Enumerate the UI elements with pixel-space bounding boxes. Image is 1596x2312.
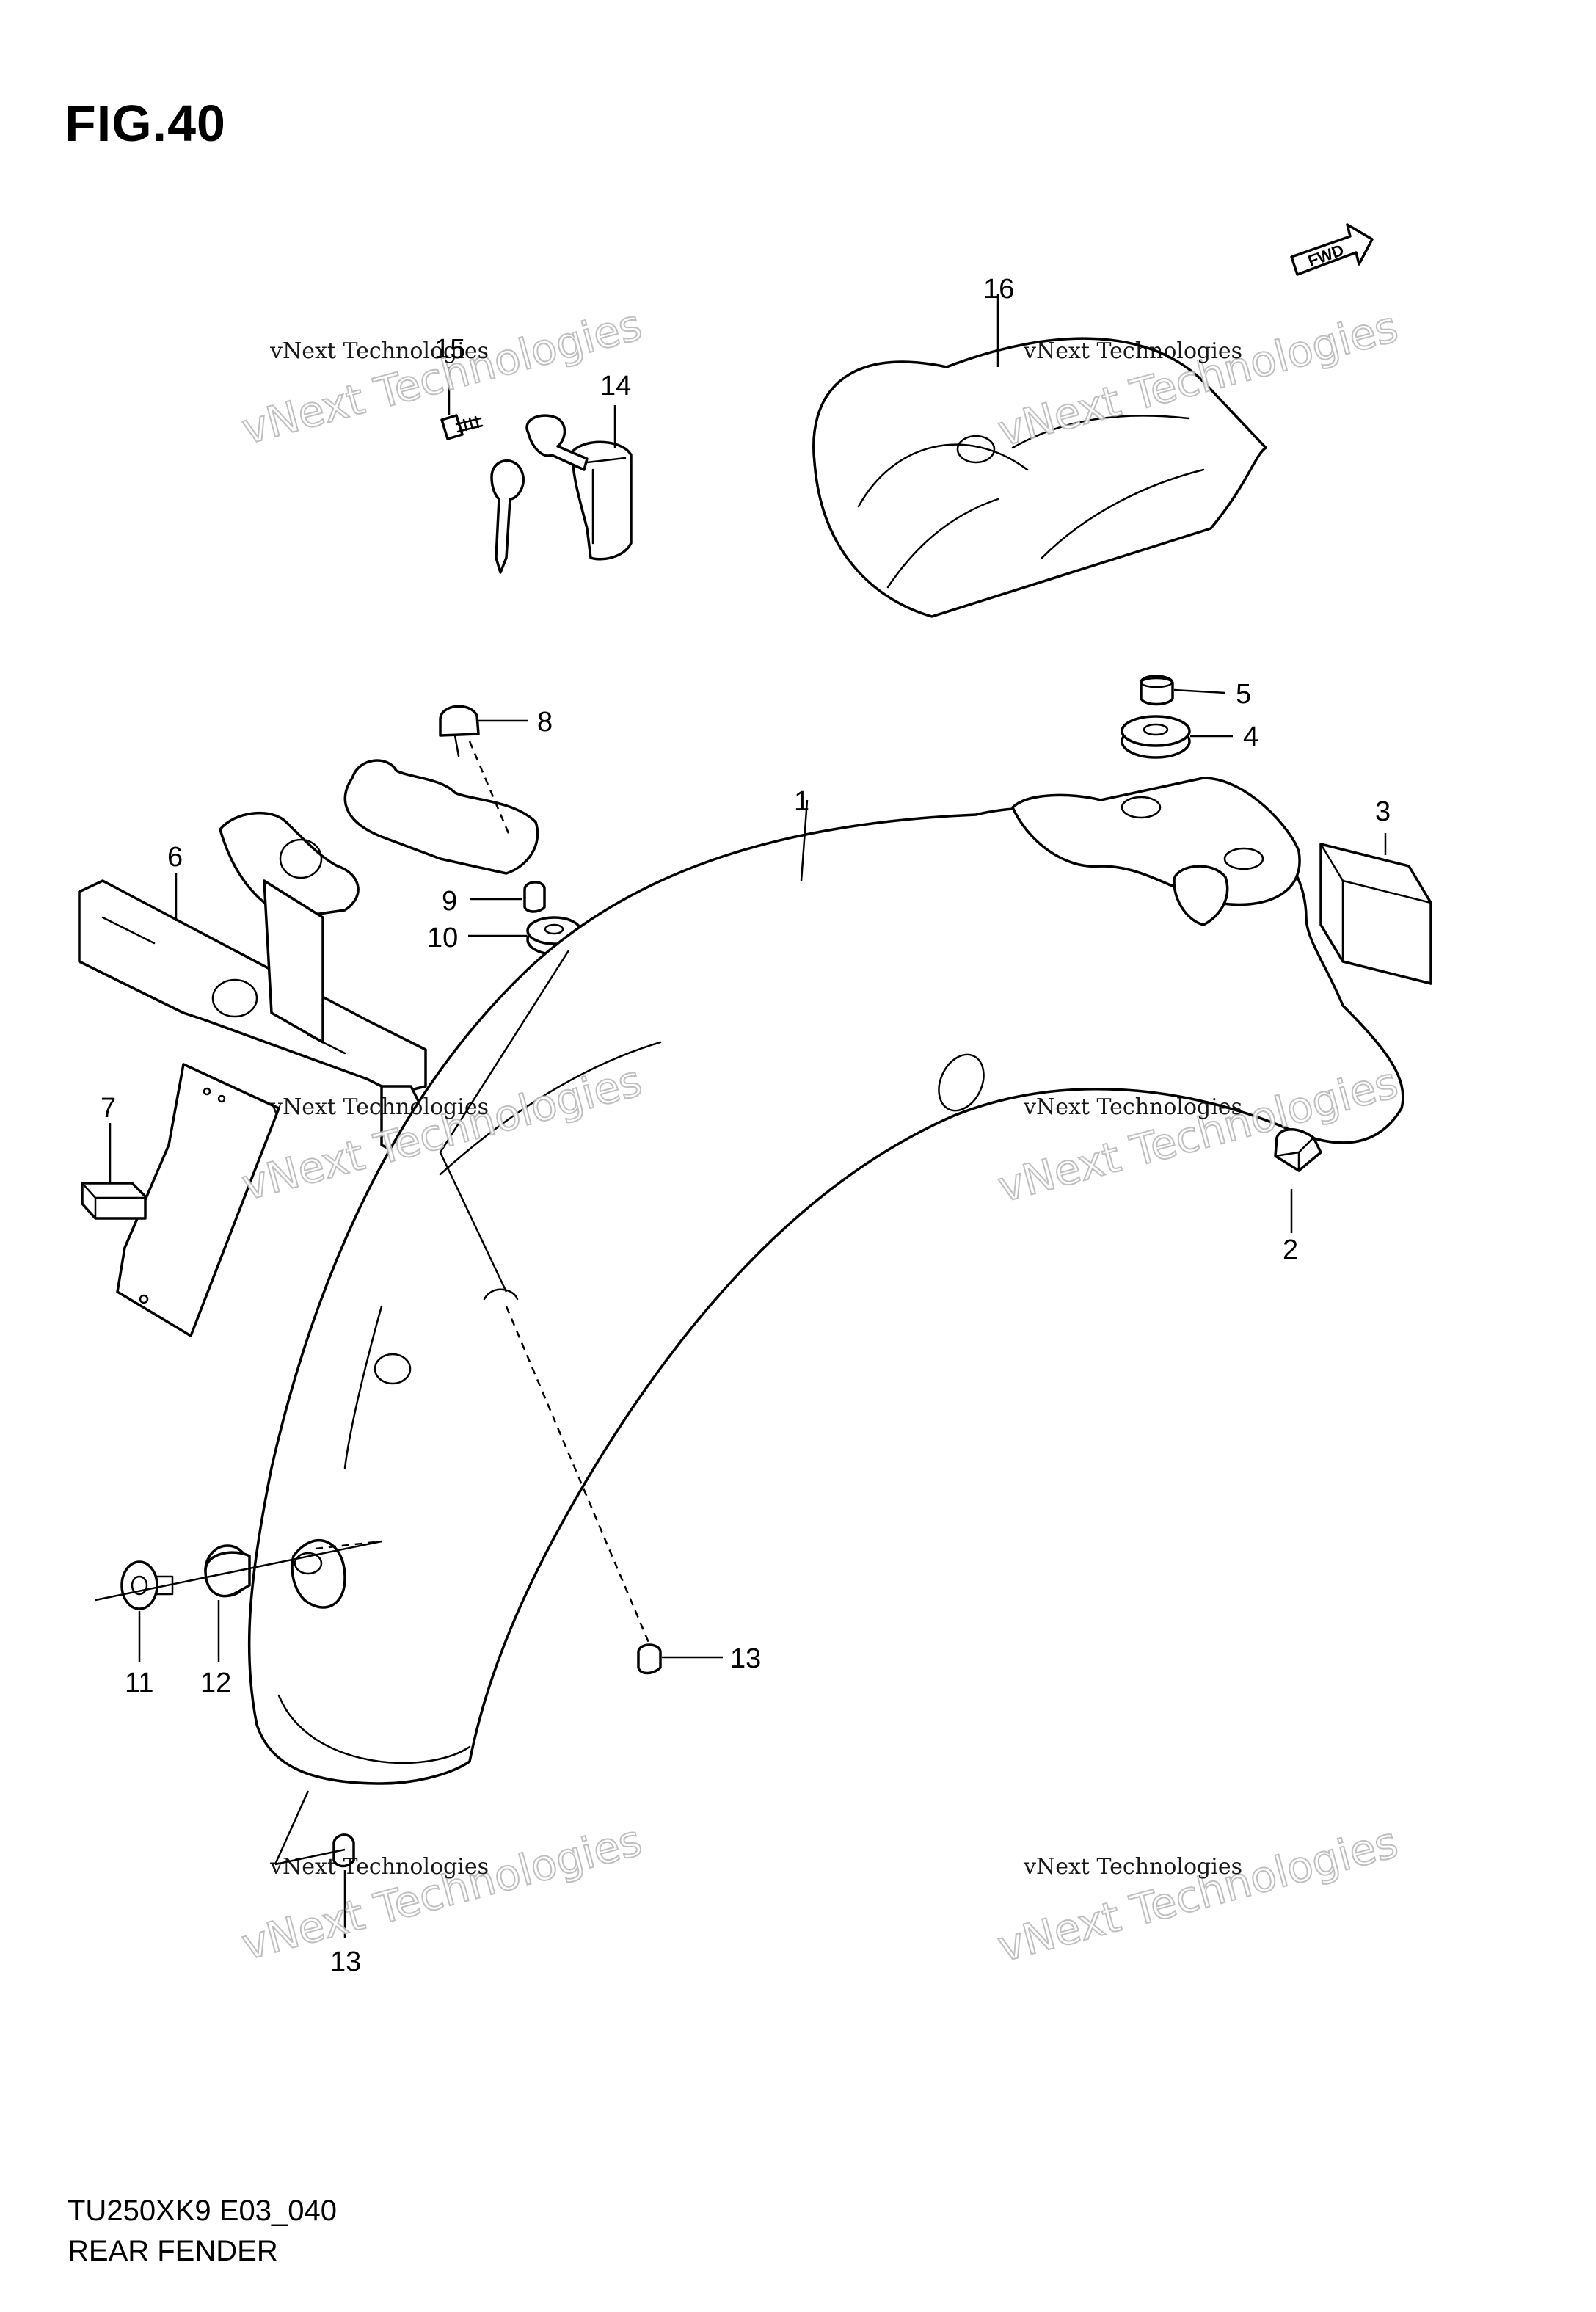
figure-name: REAR FENDER bbox=[68, 2235, 278, 2267]
callout-13-lower: 13 bbox=[330, 1946, 361, 1977]
part-5-nut bbox=[1140, 675, 1174, 706]
leader-lines bbox=[95, 294, 1387, 1938]
svg-text:vNext Technologies: vNext Technologies bbox=[1023, 1094, 1242, 1120]
svg-text:vNext Technologies: vNext Technologies bbox=[237, 1815, 647, 1970]
watermark-top-left: vNext Technologies vNext Technologies bbox=[236, 299, 648, 455]
callout-2: 2 bbox=[1283, 1235, 1298, 1265]
callout-9: 9 bbox=[442, 886, 457, 917]
part-3-reflector bbox=[1319, 843, 1432, 985]
part-13-nut-upper bbox=[637, 1643, 662, 1675]
svg-text:vNext Technologies: vNext Technologies bbox=[237, 299, 647, 454]
callout-labels: 1 2 3 4 5 6 7 8 9 10 11 12 13 13 14 15 1… bbox=[101, 274, 1391, 1977]
part-12-grommet bbox=[204, 1544, 251, 1598]
svg-text:vNext Technologies: vNext Technologies bbox=[1023, 338, 1242, 364]
callout-7: 7 bbox=[101, 1093, 116, 1124]
model-code: TU250XK9 E03_040 bbox=[68, 2195, 337, 2227]
callout-16: 16 bbox=[983, 274, 1014, 305]
part-16-seat-cover bbox=[812, 337, 1267, 618]
callout-14: 14 bbox=[600, 371, 631, 401]
watermark-bottom-left: vNext Technologies vNext Technologies bbox=[236, 1814, 648, 1971]
part-4-grommet bbox=[1121, 715, 1191, 759]
callout-13-upper: 13 bbox=[730, 1643, 761, 1674]
svg-text:vNext Technologies: vNext Technologies bbox=[269, 338, 489, 364]
svg-text:vNext Technologies: vNext Technologies bbox=[993, 1817, 1403, 1972]
part-8-bolt bbox=[439, 705, 480, 757]
callout-6: 6 bbox=[167, 842, 183, 873]
svg-text:vNext Technologies: vNext Technologies bbox=[269, 1094, 489, 1120]
figure-title: FIG.40 bbox=[65, 95, 226, 152]
part-1-rear-fender bbox=[247, 777, 1404, 1785]
part-7-block bbox=[81, 1182, 147, 1220]
watermark-bottom-right: vNext Technologies vNext Technologies bbox=[992, 1817, 1404, 1973]
callout-11: 11 bbox=[125, 1668, 153, 1698]
callout-15: 15 bbox=[434, 334, 465, 365]
callout-5: 5 bbox=[1236, 679, 1251, 710]
part-11-collar bbox=[120, 1560, 174, 1610]
fwd-arrow-icon: FWD bbox=[1290, 223, 1374, 276]
callout-4: 4 bbox=[1243, 721, 1258, 752]
part-2-block bbox=[1274, 1128, 1322, 1172]
callout-8: 8 bbox=[537, 707, 553, 738]
callout-10: 10 bbox=[427, 923, 458, 953]
svg-text:vNext Technologies: vNext Technologies bbox=[269, 1854, 489, 1880]
svg-text:vNext Technologies: vNext Technologies bbox=[1023, 1854, 1242, 1880]
callout-1: 1 bbox=[794, 786, 809, 817]
part-15-screw bbox=[440, 414, 484, 440]
fwd-label: FWD bbox=[1305, 241, 1347, 271]
callout-3: 3 bbox=[1375, 796, 1391, 827]
part-9-nut bbox=[523, 881, 546, 913]
part-14-lock-with-keys bbox=[490, 414, 633, 574]
callout-12: 12 bbox=[200, 1668, 231, 1698]
